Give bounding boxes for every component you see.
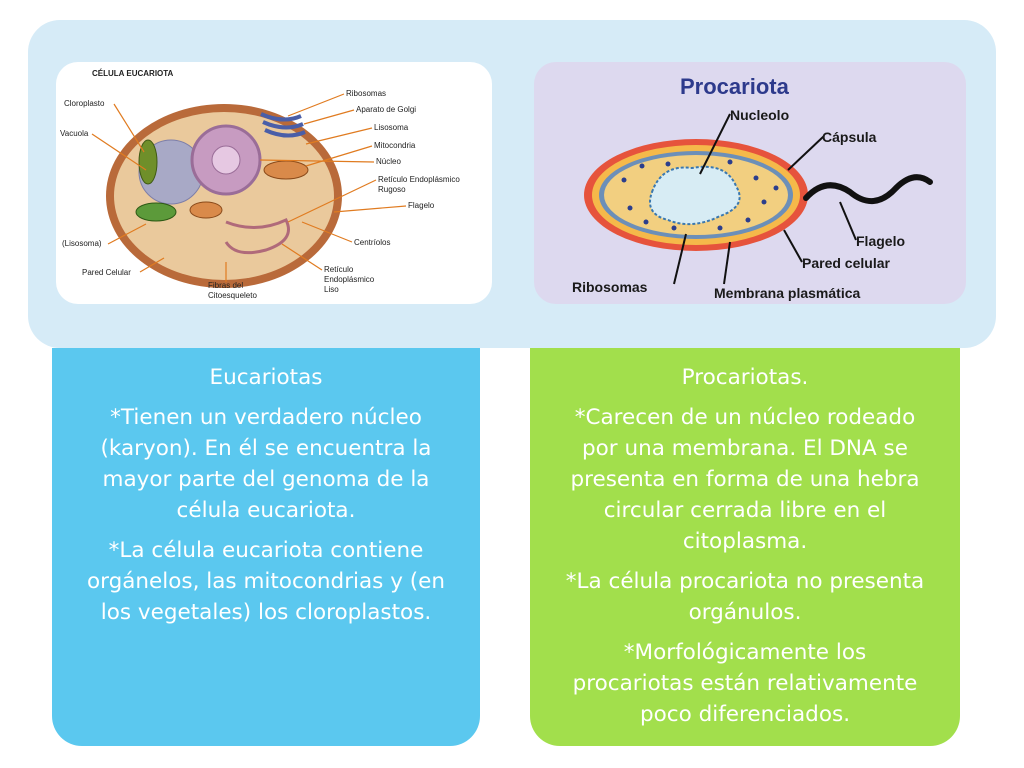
eukaryote-point-2: *La célula eucariota contiene orgánelos,… — [86, 538, 446, 625]
label-capsula: Cápsula — [822, 129, 877, 145]
label-golgi: Aparato de Golgi — [356, 105, 416, 114]
mitochondria-shape — [263, 160, 309, 180]
prokaryote-point-1: *Carecen de un núcleo rodeado por una me… — [570, 405, 920, 554]
prokaryote-point-3: *Morfológicamente los procariotas están … — [572, 640, 918, 727]
nucleoid-shape — [649, 165, 741, 226]
label-reticulo-liso-1: Retículo — [324, 265, 354, 274]
nucleolus-shape — [211, 145, 241, 175]
eukaryotic-cell-figure: CÉLULA EUCARIOTA Cloroplasto Vacuola (Li… — [56, 62, 492, 304]
mitochondria-shape-2 — [189, 201, 223, 219]
label-mitocondria: Mitocondria — [374, 141, 416, 150]
label-ribosomas: Ribosomas — [346, 89, 386, 98]
label-reticulo-rugoso-1: Retículo Endoplásmico — [378, 175, 460, 184]
label-flagelo: Flagelo — [408, 201, 435, 210]
label-membrana: Membrana plasmática — [714, 285, 860, 301]
prokaryotic-cell-figure: Procariota Nucleolo Cápsula — [534, 62, 966, 304]
eukaryote-point-1: *Tienen un verdadero núcleo (karyon). En… — [100, 405, 432, 523]
label-lisosoma: Lisosoma — [374, 123, 409, 132]
label-reticulo-liso-2: Endoplásmico — [324, 275, 375, 284]
label-citoesqueleto: Citoesqueleto — [208, 291, 257, 300]
label-lisosoma-left: (Lisosoma) — [62, 239, 102, 248]
prokaryote-point-2: *La célula procariota no presenta orgánu… — [565, 569, 925, 625]
prokaryote-heading: Procariotas. — [681, 365, 809, 390]
label-vacuola: Vacuola — [60, 129, 89, 138]
golgi-shape — [260, 112, 306, 138]
label-centriolos: Centríolos — [354, 238, 390, 247]
label-pared-celular: Pared celular — [802, 255, 890, 271]
label-nucleo: Núcleo — [376, 157, 401, 166]
prokaryote-column: Procariotas. *Carecen de un núcleo rodea… — [530, 348, 960, 746]
label-cloroplasto: Cloroplasto — [64, 99, 105, 108]
flagellum-shape — [803, 174, 933, 204]
label-reticulo-rugoso-2: Rugoso — [378, 185, 406, 194]
chloroplast-shape — [138, 139, 158, 185]
chloroplast-shape-2 — [135, 202, 177, 222]
label-pared-celular: Pared Celular — [82, 268, 131, 277]
label-reticulo-liso-3: Liso — [324, 285, 339, 294]
eukaryote-title: CÉLULA EUCARIOTA — [92, 69, 174, 78]
reticulum-shape — [224, 218, 290, 255]
label-fibras: Fibras del — [208, 281, 243, 290]
label-ribosomas: Ribosomas — [572, 279, 648, 295]
label-flagelo: Flagelo — [856, 233, 905, 249]
label-nucleolo: Nucleolo — [730, 107, 789, 123]
eukaryote-heading: Eucariotas — [209, 365, 323, 390]
eukaryote-column: Eucariotas *Tienen un verdadero núcleo (… — [52, 348, 480, 746]
prokaryote-title: Procariota — [680, 74, 790, 99]
